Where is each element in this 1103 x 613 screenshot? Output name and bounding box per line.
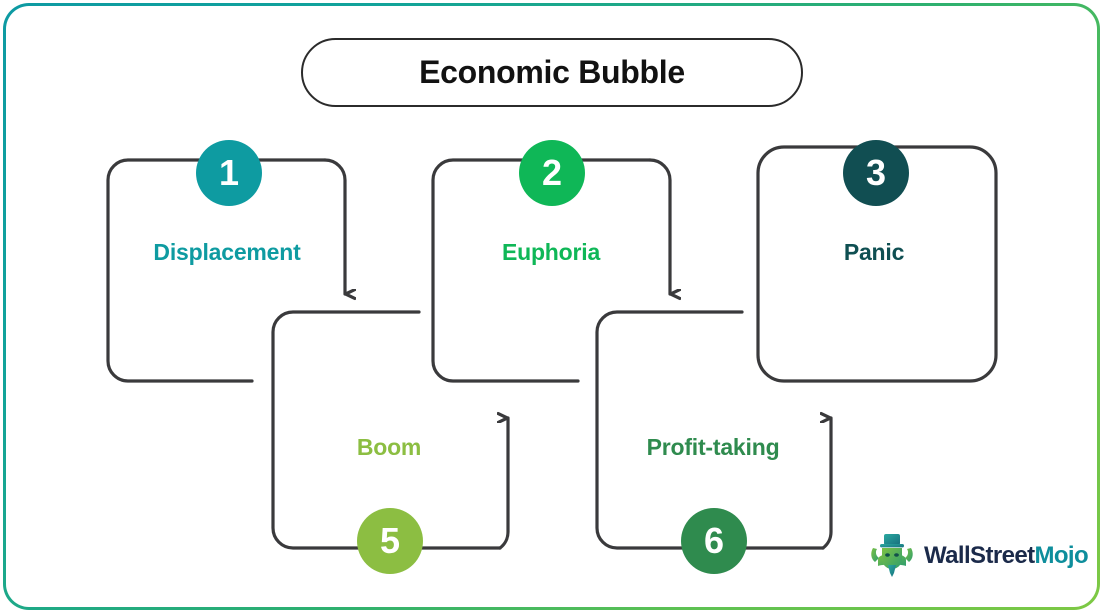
logo-text-wallstreet: WallStreet [924,542,1035,569]
stage-badge-2-number: 2 [541,152,563,193]
arrow-euphoria-to-profittaking [648,158,670,294]
stage-badge-6-number: 6 [703,520,725,561]
stage-label-displacement: Displacement [153,239,301,265]
diagram-title-pill: Economic Bubble [301,38,803,107]
arrow-displacement-to-boom [323,158,345,294]
stage-badge-5: 5 [357,508,423,574]
stage-label-euphoria: Euphoria [501,239,601,265]
stage-badge-3-number: 3 [865,152,887,193]
stage-badge-2: 2 [519,140,585,206]
logo-wordmark: WallStreetMojo [924,542,1089,570]
stage-badge-5-number: 5 [379,520,401,561]
stage-badge-6: 6 [681,508,747,574]
page-title: Economic Bubble [419,54,685,90]
stage-label-boom: Boom [356,434,422,460]
arrow-profittaking-to-panic [823,418,833,550]
bull-mascot-tophat-icon [871,534,913,577]
stage-label-panic: Panic [843,239,905,265]
arrow-boom-to-euphoria [500,418,510,550]
stage-badge-1: 1 [196,140,262,206]
stage-badge-3: 3 [843,140,909,206]
stage-badge-1-number: 1 [218,152,240,193]
wallstreetmojo-logo: WallStreetMojo [869,529,1089,583]
stage-label-profit-taking: Profit-taking [646,434,780,460]
logo-text-mojo: Mojo [1034,542,1089,569]
